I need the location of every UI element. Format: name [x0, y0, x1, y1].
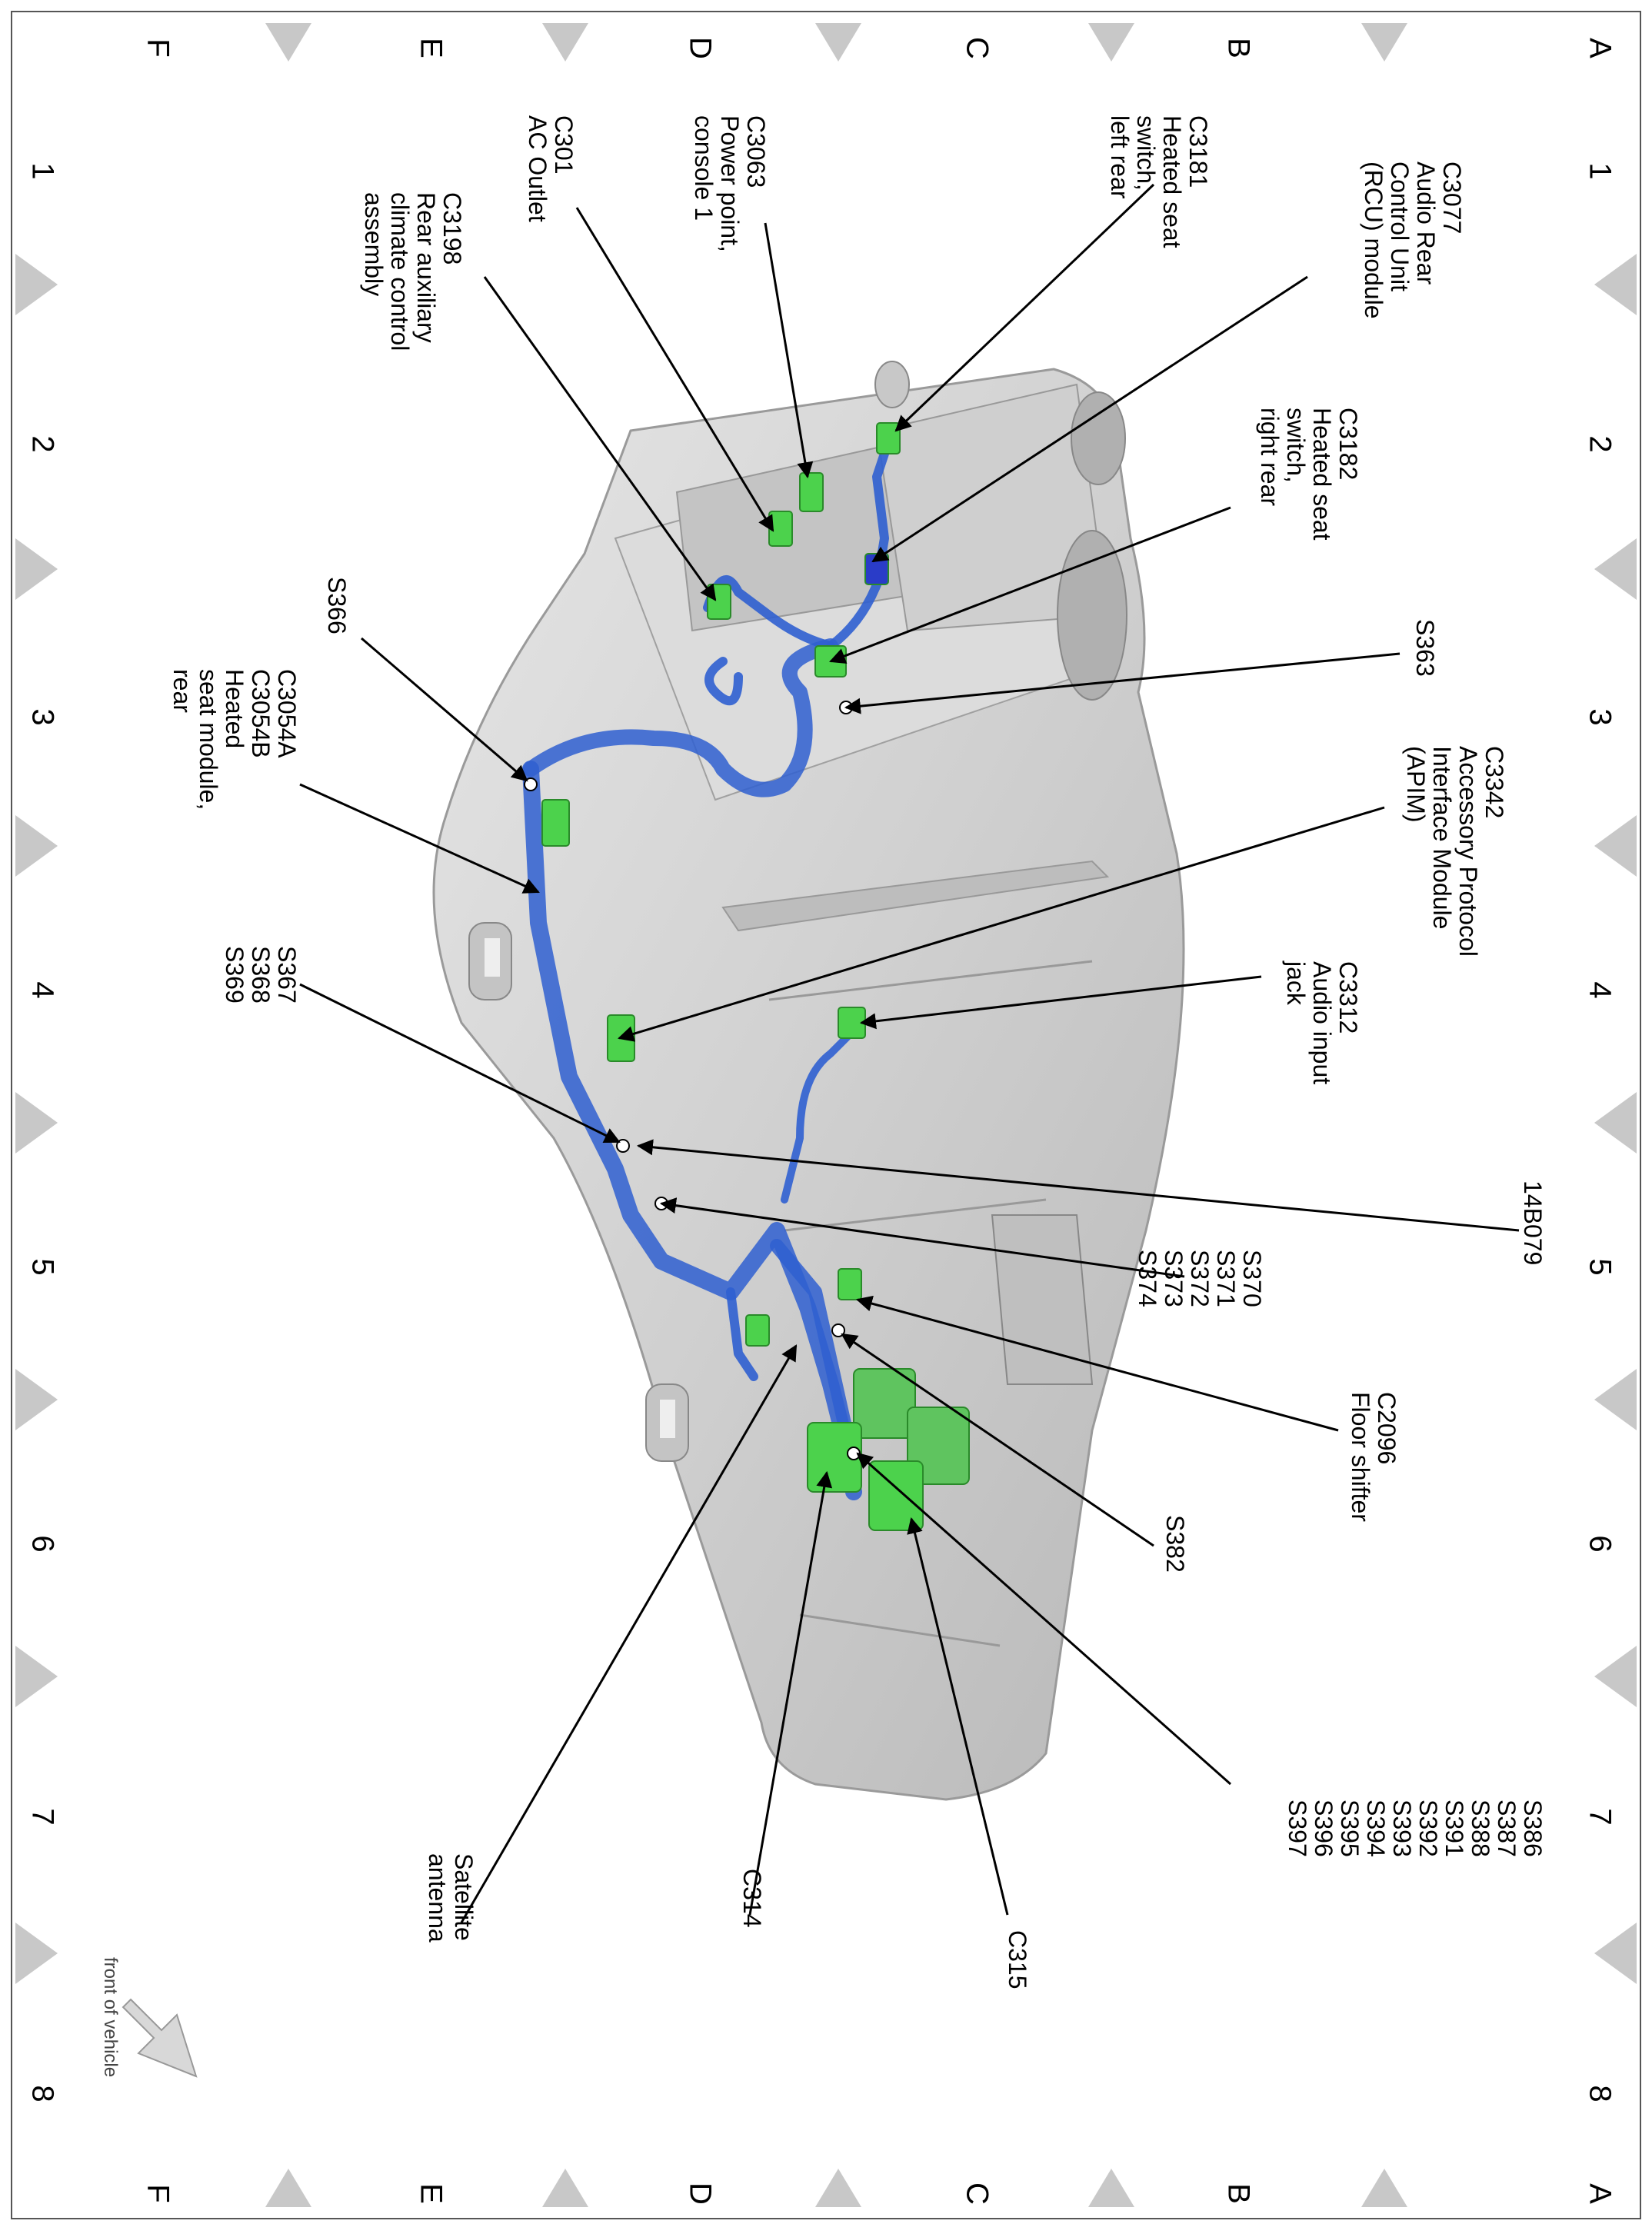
grid-col-f-top: F — [141, 38, 175, 58]
label-s366: S366 — [323, 577, 351, 634]
label-c2096: C2096 Floor shifter — [1347, 1392, 1401, 1522]
grid-row-2-right: 2 — [1583, 435, 1617, 453]
grid-row-3-right: 3 — [1583, 708, 1617, 726]
grid-col-c-top: C — [960, 37, 994, 59]
label-c3181: C3181 Heated seat switch, left rear — [1106, 115, 1212, 248]
grid-col-d-bottom: D — [683, 2182, 718, 2205]
label-s370: S370 S371 S372 S373 S374 — [1134, 1250, 1266, 1307]
grid-col-a-top: A — [1583, 38, 1617, 58]
grid-row-1-right: 1 — [1583, 162, 1617, 180]
label-14b079: 14B079 — [1519, 1180, 1547, 1266]
grid-markers-top — [265, 23, 1407, 62]
grid-col-c-bottom: C — [960, 2182, 994, 2205]
label-c3312: C3312 Audio input jack — [1282, 961, 1362, 1085]
label-c3063: C3063 Power point, console 1 — [690, 115, 770, 252]
frame — [11, 11, 1641, 2219]
label-c3054: C3054A C3054B Heated seat module, rear — [168, 669, 301, 811]
grid-row-7-left: 7 — [25, 1808, 60, 1826]
grid-markers-right — [1594, 254, 1637, 1984]
label-s382: S382 — [1161, 1515, 1189, 1573]
grid-row-8-left: 8 — [25, 2085, 60, 2102]
connectors — [541, 422, 970, 1531]
grid-col-e-top: E — [414, 38, 448, 58]
label-s386: S386 S387 S388 S391 S392 S393 S394 S395 … — [1284, 1800, 1547, 1857]
label-s367: S367 S368 S369 — [221, 946, 301, 1004]
front-arrow-icon — [122, 1998, 198, 2078]
grid-row-2-left: 2 — [25, 435, 60, 453]
grid-row-7-right: 7 — [1583, 1808, 1617, 1826]
label-c315: C315 — [1004, 1930, 1031, 1989]
grid-row-8-right: 8 — [1583, 2085, 1617, 2102]
grid-row-1-left: 1 — [25, 162, 60, 180]
label-c3342: C3342 Accessory Protocol Interface Modul… — [1402, 746, 1508, 957]
leader-lines — [299, 183, 1520, 1923]
label-s363: S363 — [1411, 619, 1439, 677]
grid-row-5-left: 5 — [25, 1258, 60, 1276]
label-c3182: C3182 Heated seat switch, right rear — [1256, 408, 1362, 541]
grid-markers-left — [15, 254, 58, 1984]
label-c3077: C3077 Audio Rear Control Unit (RCU) modu… — [1360, 161, 1466, 319]
grid-col-e-bottom: E — [414, 2183, 448, 2204]
grid-col-f-bottom: F — [141, 2184, 175, 2203]
grid-row-4-left: 4 — [25, 981, 60, 999]
grid-col-b-bottom: B — [1221, 2183, 1256, 2204]
grid-row-6-right: 6 — [1583, 1535, 1617, 1553]
label-c301: C301 AC Outlet — [524, 115, 578, 222]
grid-row-4-right: 4 — [1583, 981, 1617, 999]
grid-row-3-left: 3 — [25, 708, 60, 726]
label-front-of-vehicle: front of vehicle — [100, 1957, 121, 2078]
grid-col-a-bottom: A — [1583, 2183, 1617, 2204]
grid-col-d-top: D — [683, 37, 718, 59]
label-c3198: C3198 Rear auxiliary climate control ass… — [360, 192, 466, 351]
grid-row-5-right: 5 — [1583, 1258, 1617, 1276]
grid-col-b-top: B — [1221, 38, 1256, 58]
label-satellite: Satellite antenna — [424, 1853, 478, 1943]
label-c314: C314 — [738, 1869, 766, 1928]
grid-markers-bottom — [265, 2169, 1407, 2207]
grid-row-6-left: 6 — [25, 1535, 60, 1553]
